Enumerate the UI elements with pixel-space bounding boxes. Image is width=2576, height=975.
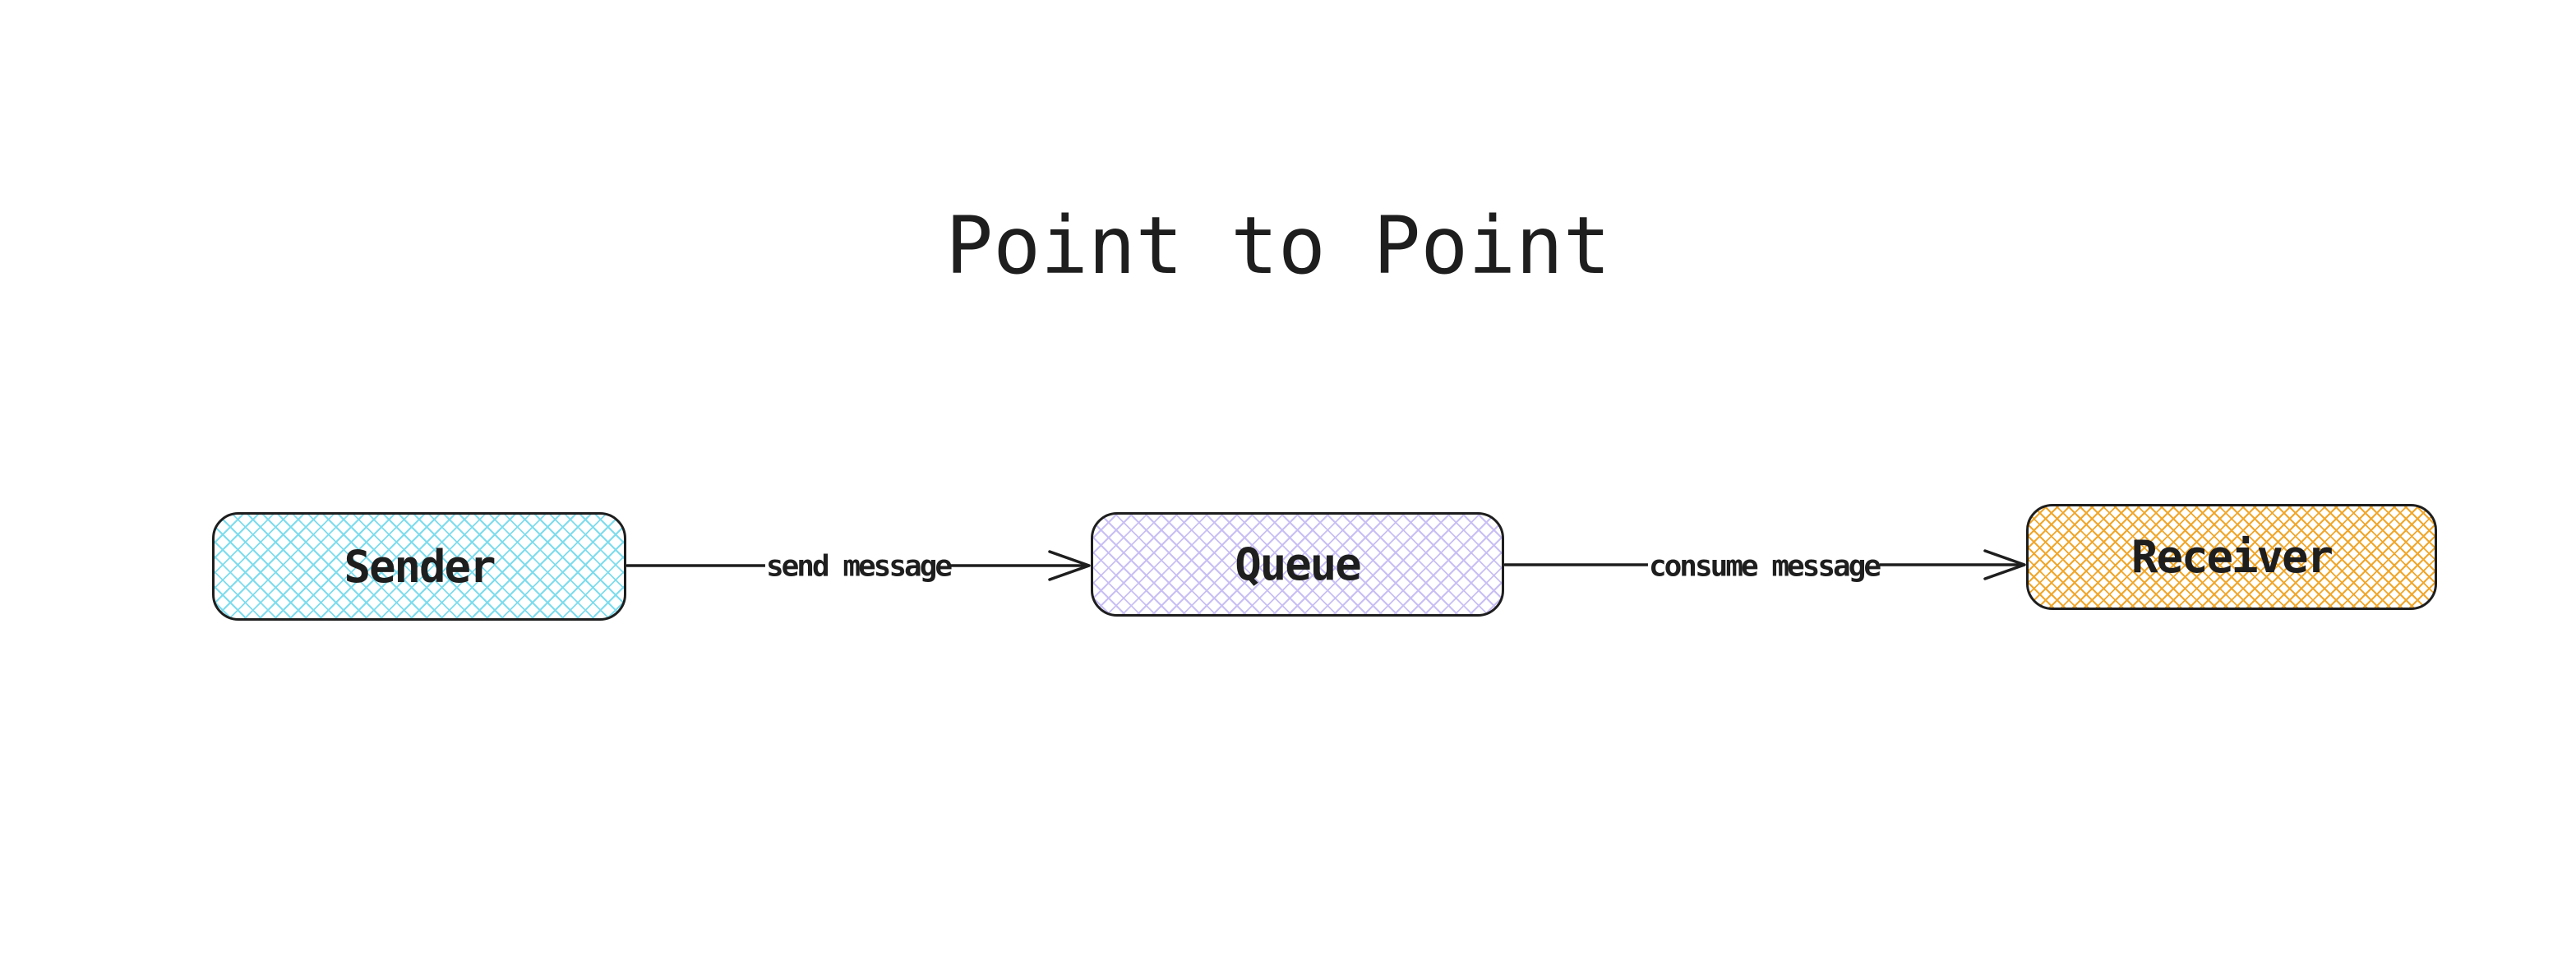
edge-label-send: send message <box>764 549 953 584</box>
node-sender-label: Sender <box>344 540 496 593</box>
arrowhead-icon <box>1983 549 2026 580</box>
node-queue: Queue <box>1091 512 1504 617</box>
arrowhead-icon <box>1048 550 1091 581</box>
node-queue-label: Queue <box>1235 538 1362 590</box>
node-receiver-label: Receiver <box>2131 531 2334 583</box>
edge-label-consume: consume message <box>1647 549 1881 584</box>
node-sender: Sender <box>212 512 626 621</box>
node-receiver: Receiver <box>2026 504 2437 610</box>
diagram-title: Point to Point <box>945 200 1611 292</box>
